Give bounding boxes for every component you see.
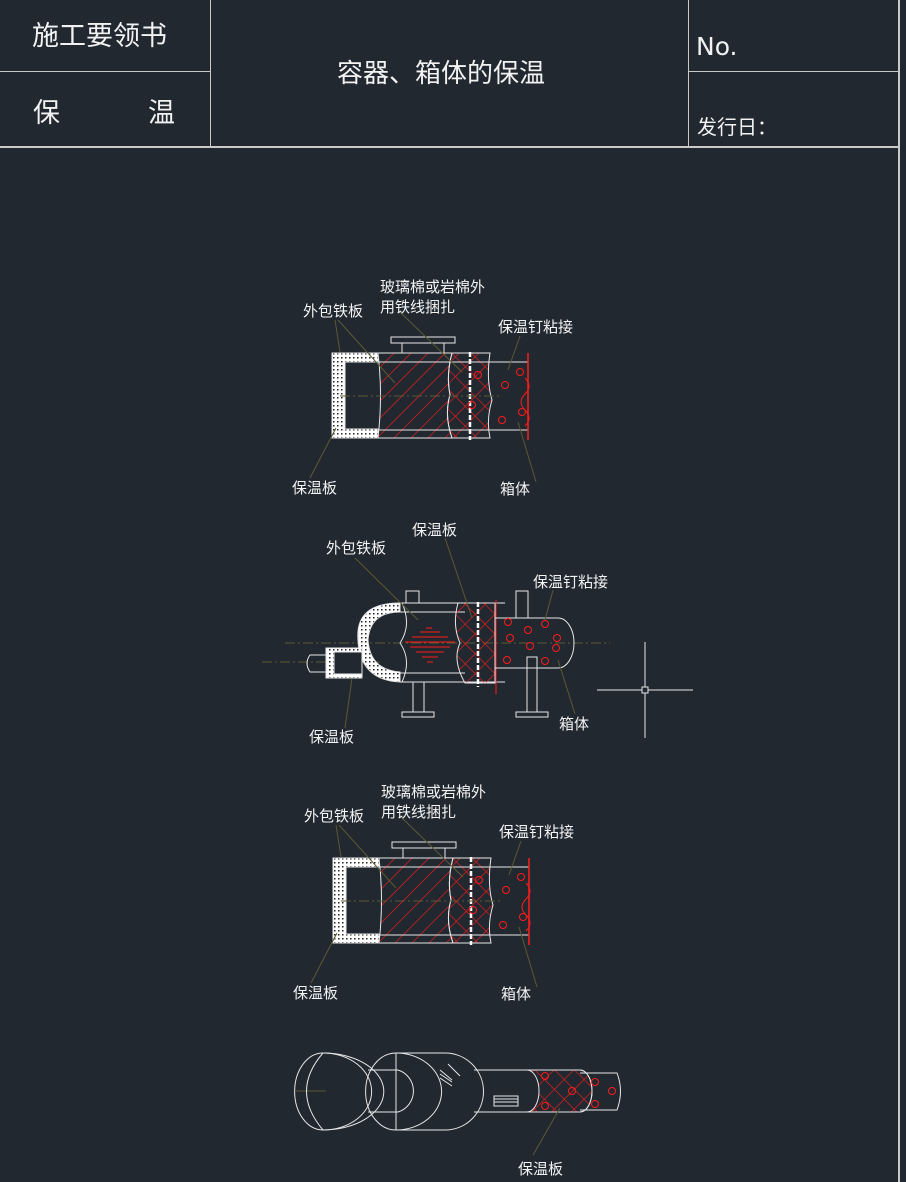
divider-left-row xyxy=(0,71,210,72)
label-box: 箱体 xyxy=(559,715,589,733)
label-pin: 保温钉粘接 xyxy=(533,573,608,591)
label-wool-line2: 用铁线捆扎 xyxy=(380,298,455,316)
pipe-drawing-4: 保温板 xyxy=(294,1052,621,1178)
doc-type: 施工要领书 xyxy=(32,21,167,52)
label-board: 保温板 xyxy=(293,984,338,1002)
label-board: 保温板 xyxy=(518,1160,563,1178)
page-border-right xyxy=(898,0,900,1182)
issue-date-label: 发行日： xyxy=(697,115,777,139)
category-right: 温 xyxy=(148,98,175,129)
crosshair-cursor-icon xyxy=(597,642,693,738)
label-pin: 保温钉粘接 xyxy=(499,823,574,841)
label-outer-sheet: 外包铁板 xyxy=(326,539,386,557)
label-board: 保温板 xyxy=(309,728,354,746)
label-box: 箱体 xyxy=(500,480,530,498)
title-block-frame xyxy=(0,0,898,148)
divider-right xyxy=(688,0,689,146)
label-outer-sheet: 外包铁板 xyxy=(303,302,363,320)
label-box: 箱体 xyxy=(501,985,531,1003)
section-drawing-3: 外包铁板 玻璃棉或岩棉外 用铁线捆扎 保温钉粘接 保温板 箱体 xyxy=(293,783,574,1003)
section-drawing-1: 外包铁板 玻璃棉或岩棉外 用铁线捆扎 保温钉粘接 保温板 箱体 xyxy=(292,278,573,498)
page-title: 容器、箱体的保温 xyxy=(337,59,546,89)
label-wool-line1: 玻璃棉或岩棉外 xyxy=(381,783,486,801)
divider-right-row xyxy=(688,71,898,72)
label-outer-sheet: 外包铁板 xyxy=(304,807,364,825)
label-wool-line2: 用铁线捆扎 xyxy=(381,803,456,821)
number-label: No. xyxy=(696,32,738,61)
label-board-top: 保温板 xyxy=(412,521,457,539)
label-board: 保温板 xyxy=(292,479,337,497)
divider-left xyxy=(210,0,211,146)
label-pin: 保温钉粘接 xyxy=(498,318,573,336)
vessel-drawing-2: 保温板 外包铁板 保温钉粘接 保温板 箱体 xyxy=(262,521,610,746)
label-wool-line1: 玻璃棉或岩棉外 xyxy=(380,278,485,296)
category-left: 保 xyxy=(33,98,60,129)
